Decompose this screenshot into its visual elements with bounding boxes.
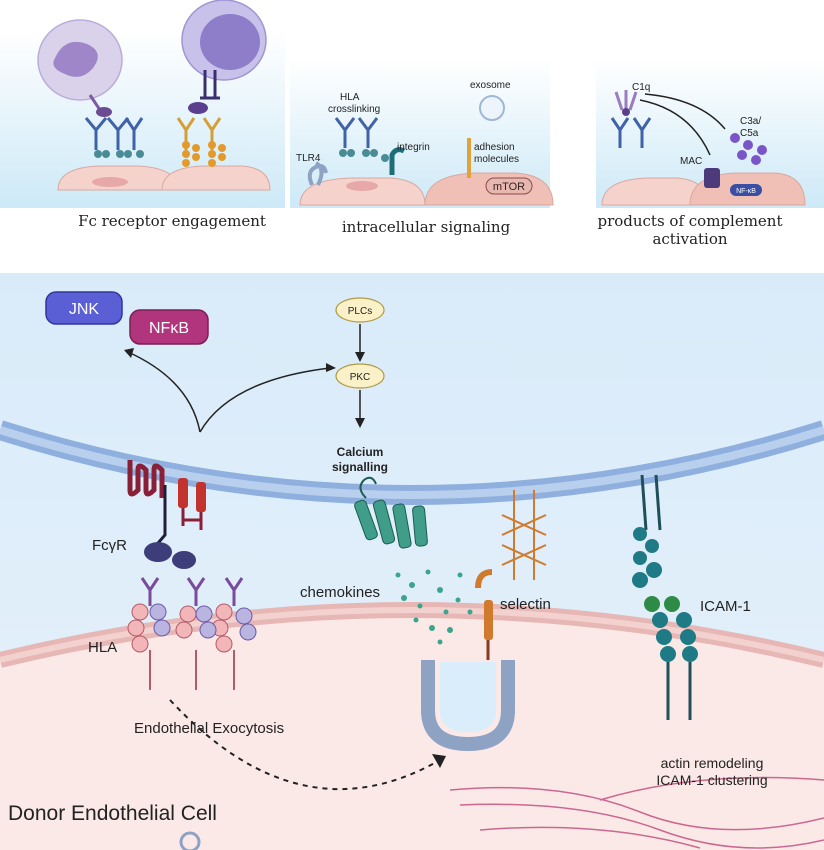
chemokine-dots xyxy=(395,569,473,645)
selectin-label: selectin xyxy=(500,596,551,613)
donor-label: Donor Endothelial Cell xyxy=(8,802,217,825)
fcgr-domain-1 xyxy=(144,542,172,562)
antibodies-complement xyxy=(610,117,652,148)
nfkb-complement-label: NF-κB xyxy=(736,188,756,195)
beads-fc-right xyxy=(182,141,226,167)
antibodies-signaling xyxy=(334,117,379,148)
plcs-node xyxy=(335,297,385,323)
hla-label: HLA xyxy=(340,92,360,103)
pkc-label: PKC xyxy=(350,372,371,383)
exocytosis-vesicle-inner xyxy=(440,662,496,732)
panel-fc: Fc receptor engagement xyxy=(37,0,271,230)
arrow-to-pkc xyxy=(199,367,331,433)
upper-membrane-inner xyxy=(0,426,824,499)
immune-cell-right-nucleus xyxy=(200,14,260,70)
vesicle-small xyxy=(179,831,201,850)
panel-signaling-caption: intracellular signaling xyxy=(342,218,511,236)
icam1-label: ICAM-1 xyxy=(700,598,751,615)
actin-filaments xyxy=(449,776,824,849)
jnk-label: JNK xyxy=(69,301,100,318)
plcs-label: PLCs xyxy=(348,306,372,317)
panel-signaling: mTOR HLA crosslinking integrin TLR4 exos… xyxy=(296,80,554,236)
main-diagram: JNK NFκB PLCs PKC Calcium signalling Fcγ… xyxy=(0,273,824,850)
panel-complement: NF-κB C1q C3a/ C5a MAC products of compl… xyxy=(597,82,806,248)
arrow-to-nfkb-head xyxy=(124,348,134,358)
cell-left-nucleus xyxy=(92,177,128,187)
panel-fc-caption: Fc receptor engagement xyxy=(78,212,266,230)
arrow-to-pkc-head xyxy=(326,363,336,372)
icam1-upper xyxy=(632,474,662,588)
receptors-signaling xyxy=(339,149,389,162)
nfkb-complement-box xyxy=(730,184,762,196)
integrin-receptor xyxy=(389,147,406,175)
immune-cell-left-nucleus xyxy=(53,41,98,77)
cell-signal-left-nucleus xyxy=(346,181,378,191)
panel-complement-caption-line2: activation xyxy=(652,230,727,248)
fc-receptor-right xyxy=(200,70,220,100)
hla-molecules xyxy=(127,577,257,690)
mtor-label: mTOR xyxy=(493,181,525,193)
exocytosis-label: Endothelial Exocytosis xyxy=(134,720,284,737)
fc-receptor-right-head xyxy=(188,102,208,114)
mac-label: MAC xyxy=(680,156,702,167)
nfkb-label: NFκB xyxy=(149,320,189,337)
c3a-particles xyxy=(730,133,767,165)
exocytosis-vesicle xyxy=(421,660,515,752)
arrow-plcs-pkc-head xyxy=(355,352,365,362)
fcgr-domain-2 xyxy=(172,551,196,569)
exocytosis-arrow xyxy=(169,699,441,791)
chemokines-label: chemokines xyxy=(300,584,380,601)
jnk-box xyxy=(45,291,123,325)
molecules-label: molecules xyxy=(474,154,519,165)
selectin-hook xyxy=(475,569,493,589)
top-panels: Fc receptor engagement mTOR HLA cross xyxy=(0,0,824,248)
clustering-label: ICAM-1 clustering xyxy=(656,772,767,788)
donor-membrane-inner xyxy=(0,607,824,663)
calcium-channel xyxy=(354,499,428,549)
c3a-label: C3a/ xyxy=(740,116,761,127)
actin-label: actin remodeling xyxy=(661,755,764,771)
adhesion-molecule xyxy=(467,138,471,178)
receptors-fc-left xyxy=(94,150,144,158)
crosslinking-label: crosslinking xyxy=(328,104,380,115)
tlr4-receptor xyxy=(307,161,328,186)
c1q-complex xyxy=(614,90,638,111)
hla-label: HLA xyxy=(88,639,117,656)
donor-cell-body xyxy=(0,610,824,850)
arrow-pkc-calcium-head xyxy=(355,418,365,428)
arrow-to-nfkb xyxy=(127,351,201,433)
cell-signal-left xyxy=(299,177,426,206)
fc-receptor-left xyxy=(88,94,102,111)
panel-complement-caption-line1: products of complement xyxy=(597,212,782,230)
cell-right xyxy=(161,165,271,191)
fc-receptor-left-head xyxy=(96,107,112,117)
icam1-lower xyxy=(644,596,698,720)
mtor-box xyxy=(485,177,533,195)
c1q-head xyxy=(622,108,630,116)
antibodies-fc-left xyxy=(84,117,144,150)
mac-pore xyxy=(704,168,720,188)
fcgr-label: FcγR xyxy=(92,537,127,554)
channel-tail xyxy=(359,476,377,499)
c5a-label: C5a xyxy=(740,128,759,139)
calcium-label-line2: signalling xyxy=(332,460,388,474)
arrow-to-mac xyxy=(639,99,711,156)
exosome-icon xyxy=(479,95,505,121)
calcium-label-line1: Calcium xyxy=(337,445,384,459)
exosome-label: exosome xyxy=(470,80,511,91)
nfkb-box xyxy=(129,309,209,345)
tlr4-label: TLR4 xyxy=(296,153,321,164)
adhesion-label: adhesion xyxy=(474,142,515,153)
exocytosis-arrow-head xyxy=(432,754,446,768)
selectin-stem xyxy=(484,600,493,640)
pkc-node xyxy=(335,363,385,389)
c1q-label: C1q xyxy=(632,82,650,93)
selectin-lattice xyxy=(501,490,547,580)
arrow-to-c3a xyxy=(644,93,726,130)
integrin-label: integrin xyxy=(397,142,430,153)
